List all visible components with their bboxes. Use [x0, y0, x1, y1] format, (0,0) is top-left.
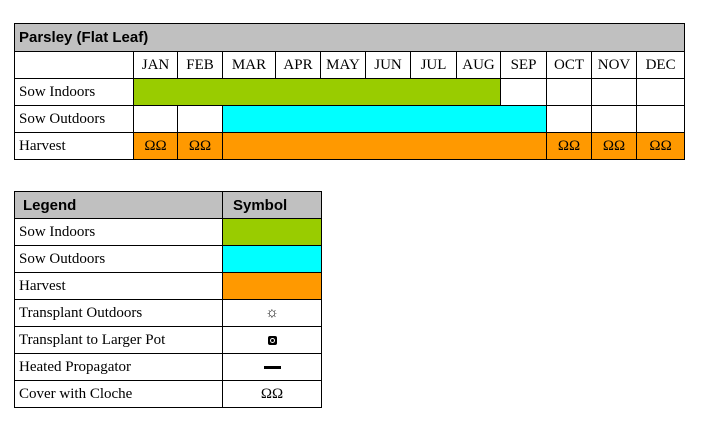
empty-month-cell [591, 78, 637, 106]
empty-month-cell [591, 105, 637, 133]
legend-table: Legend Symbol Sow Indoors Sow Outdoors H… [14, 191, 322, 408]
legend-row: Sow Outdoors [14, 245, 322, 273]
legend-label: Sow Outdoors [14, 245, 223, 273]
legend-label: Transplant Outdoors [14, 299, 223, 327]
empty-month-cell [177, 105, 223, 133]
legend-label: Harvest [14, 272, 223, 300]
legend-row: Cover with Cloche ΩΩ [14, 380, 322, 408]
activity-row-sow-outdoors: Sow Outdoors [14, 105, 686, 133]
empty-month-cell [635, 78, 686, 106]
legend-label: Transplant to Larger Pot [14, 326, 223, 354]
legend-label: Cover with Cloche [14, 380, 223, 408]
symbol-header: Symbol [222, 191, 322, 219]
cloche-icon: ΩΩ [177, 132, 223, 160]
month-header: SEP [500, 51, 547, 79]
cloche-icon: ΩΩ [546, 132, 592, 160]
legend-row: Harvest [14, 272, 322, 300]
activity-row-harvest: Harvest ΩΩ ΩΩ ΩΩ ΩΩ ΩΩ [14, 132, 686, 160]
legend-label: Heated Propagator [14, 353, 223, 381]
legend-row: Sow Indoors [14, 218, 322, 246]
legend-header: Legend [14, 191, 223, 219]
empty-month-cell [546, 78, 592, 106]
activity-label: Sow Indoors [14, 78, 134, 106]
sow-outdoors-bar [222, 105, 547, 133]
calendar-title: Parsley (Flat Leaf) [13, 23, 686, 52]
month-header: MAY [320, 51, 366, 79]
sow-outdoors-swatch [222, 245, 322, 273]
legend-label: Sow Indoors [14, 218, 223, 246]
harvest-bar [222, 132, 547, 160]
empty-month-cell [500, 78, 547, 106]
cloche-icon: ΩΩ [133, 132, 178, 160]
month-header: JAN [133, 51, 178, 79]
activity-row-sow-indoors: Sow Indoors [14, 78, 686, 106]
sun-icon: ☼ [222, 299, 322, 327]
blank-header-cell [14, 51, 134, 79]
pot-icon [267, 335, 277, 345]
month-header: AUG [456, 51, 501, 79]
sow-indoors-bar [133, 78, 501, 106]
empty-month-cell [546, 105, 592, 133]
empty-month-cell [635, 105, 686, 133]
month-header: DEC [635, 51, 686, 79]
month-header: JUN [365, 51, 411, 79]
month-header: FEB [177, 51, 223, 79]
legend-row: Heated Propagator [14, 353, 322, 381]
activity-label: Sow Outdoors [14, 105, 134, 133]
cloche-icon: ΩΩ [591, 132, 637, 160]
month-header: MAR [222, 51, 276, 79]
cloche-icon: ΩΩ [635, 132, 686, 160]
harvest-swatch [222, 272, 322, 300]
legend-row: Transplant to Larger Pot [14, 326, 322, 354]
month-header: OCT [546, 51, 592, 79]
dash-icon [263, 365, 281, 369]
month-header: JUL [410, 51, 457, 79]
sow-indoors-swatch [222, 218, 322, 246]
month-header: NOV [591, 51, 637, 79]
cloche-icon: ΩΩ [222, 380, 322, 408]
planting-calendar: Parsley (Flat Leaf) JAN FEB MAR APR MAY … [13, 23, 686, 160]
empty-month-cell [133, 105, 178, 133]
activity-label: Harvest [14, 132, 134, 160]
legend-row: Transplant Outdoors ☼ [14, 299, 322, 327]
month-header: APR [275, 51, 321, 79]
